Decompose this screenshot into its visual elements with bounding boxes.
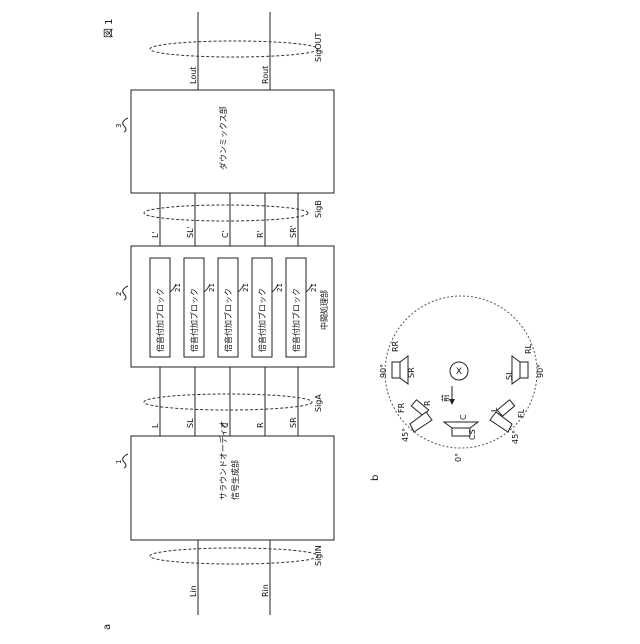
- downmix-block: ダウンミックス部 3: [115, 90, 334, 193]
- label-b-c: C': [221, 230, 230, 238]
- downmix-leader: [123, 118, 128, 132]
- speaker-cs-name: CS: [468, 429, 477, 440]
- harmonic-block-ref: 21: [276, 283, 284, 292]
- label-rin: Rin: [261, 584, 270, 597]
- speaker-cs: CS C 0°: [444, 414, 478, 462]
- bus-sigin: [150, 548, 318, 564]
- harmonic-block-label: 倍音付加ブロック: [291, 288, 301, 352]
- surround-generator-label-2: 信号生成部: [230, 460, 240, 500]
- bus-sigout: [150, 41, 318, 57]
- label-sigb: SigB: [314, 200, 323, 218]
- label-siga: SigA: [314, 394, 323, 412]
- speaker-fl-name: FL: [517, 408, 526, 418]
- speaker-cs-code: C: [459, 414, 468, 420]
- label-lout: Lout: [189, 67, 198, 84]
- speaker-fl-angle: 45°: [511, 430, 520, 444]
- surround-generator-label-1: サラウンドオーディオ: [218, 421, 228, 500]
- speaker-fr-code: R: [423, 400, 432, 406]
- label-lin: Lin: [189, 585, 198, 597]
- speaker-fr-cone: [410, 412, 432, 432]
- speaker-rr-angle: 90°: [379, 364, 388, 378]
- sig-a-lines: L SL C R SR SigA: [144, 367, 323, 436]
- speaker-rr-code: SR: [407, 367, 416, 378]
- label-a-r: R: [256, 422, 265, 428]
- listener-label: X: [456, 367, 462, 377]
- intermediate-processor-leader: [123, 286, 128, 300]
- harmonic-block-label: 倍音付加ブロック: [223, 288, 233, 352]
- speaker-fl-code: L: [490, 407, 499, 412]
- bus-siga: [144, 394, 312, 410]
- harmonic-block-label: 倍音付加ブロック: [257, 288, 267, 352]
- panel-a-letter: a: [102, 624, 113, 630]
- label-a-sl: SL: [186, 418, 195, 428]
- speaker-layout: X 前 CS C 0° FL L 45° FR R 45°: [379, 296, 545, 462]
- speaker-fl-body: [497, 400, 514, 416]
- label-sigout: SigOUT: [314, 32, 323, 62]
- speaker-cs-angle: 0°: [454, 453, 463, 462]
- downmix-ref: 3: [115, 124, 123, 128]
- downmix-label: ダウンミックス部: [218, 106, 228, 170]
- speaker-rl-angle: 90°: [536, 364, 545, 378]
- speaker-rr: RR SR 90°: [379, 340, 416, 384]
- speaker-fr-name: FR: [397, 402, 406, 413]
- harmonic-block-label: 倍音付加ブロック: [155, 288, 165, 352]
- front-label: 前: [440, 394, 450, 402]
- speaker-rr-body: [392, 362, 400, 378]
- harmonic-block-ref: 21: [310, 283, 318, 292]
- intermediate-processor-ref: 2: [115, 292, 123, 296]
- label-rout: Rout: [261, 66, 270, 84]
- bus-sigb: [144, 205, 308, 221]
- harmonic-block-label: 倍音付加ブロック: [189, 288, 199, 352]
- speaker-fl: FL L 45°: [490, 400, 526, 444]
- sig-b-lines: L' SL' C' R' SR' SigB: [144, 193, 323, 246]
- input-lines: Lin Rin SigIN: [150, 540, 323, 615]
- harmonic-block-ref: 21: [242, 283, 250, 292]
- output-lines: Lout Rout SigOUT: [150, 12, 323, 90]
- label-a-c: C: [221, 422, 230, 428]
- panel-b-letter: b: [370, 475, 381, 481]
- speaker-rl: RL SL 90°: [505, 343, 545, 384]
- label-a-sr: SR: [289, 417, 298, 428]
- downmix-box: [131, 90, 334, 193]
- speaker-rl-code: SL: [505, 370, 514, 380]
- label-b-l: L': [151, 231, 160, 238]
- surround-generator-leader: [123, 454, 128, 468]
- speaker-fr-angle: 45°: [401, 428, 410, 442]
- label-b-r: R': [256, 230, 265, 238]
- surround-generator-block: サラウンドオーディオ 信号生成部 1: [115, 421, 334, 540]
- harmonic-block-ref: 21: [174, 283, 182, 292]
- speaker-rr-name: RR: [391, 340, 400, 352]
- label-a-l: L: [151, 423, 160, 428]
- label-b-sr: SR': [289, 225, 298, 238]
- harmonic-block-ref: 21: [208, 283, 216, 292]
- label-b-sl: SL': [186, 226, 195, 238]
- speaker-rl-body: [520, 362, 528, 378]
- label-sigin: SigIN: [314, 545, 323, 566]
- figure-label: 図 1: [103, 18, 115, 38]
- surround-generator-ref: 1: [115, 460, 123, 464]
- speaker-cs-cone: [444, 422, 478, 428]
- intermediate-processor-block: 中間処理部 2 倍音付加ブロック 21 倍音付加ブロック 21 倍音付加ブロック 21 倍音…: [115, 246, 334, 367]
- speaker-rl-name: RL: [524, 343, 533, 354]
- intermediate-processor-label: 中間処理部: [319, 290, 329, 330]
